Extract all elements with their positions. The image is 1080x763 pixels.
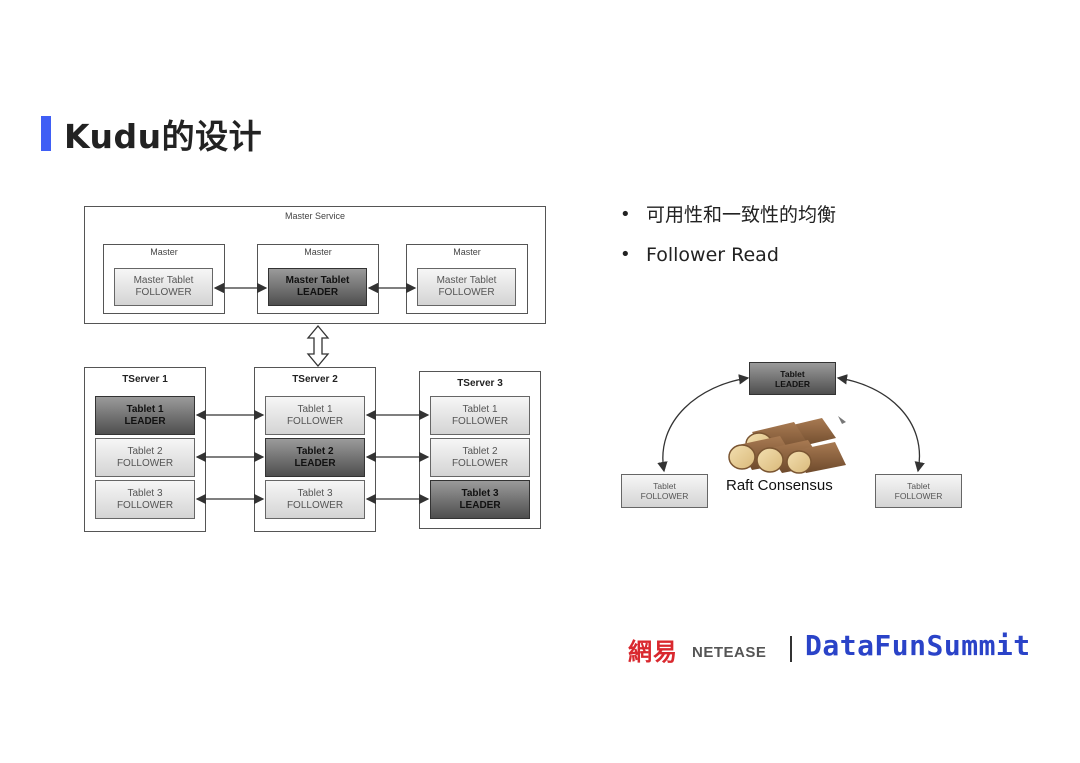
tablet-role: FOLLOWER — [451, 457, 509, 469]
bullet-list: 可用性和一致性的均衡 Follower Read — [620, 200, 836, 280]
tserver3-tablet1: Tablet 1 FOLLOWER — [430, 396, 530, 435]
logo-divider — [790, 636, 792, 662]
tablet-name: Tablet 3 — [297, 487, 333, 499]
tserver1-tablet1: Tablet 1 LEADER — [95, 396, 195, 435]
tserver2-tablet3: Tablet 3 FOLLOWER — [265, 480, 365, 519]
master-tablet-follower-1: Master Tablet FOLLOWER — [114, 268, 213, 306]
raft-tablet-leader: Tablet LEADER — [749, 362, 836, 395]
tserver1-tablet3: Tablet 3 FOLLOWER — [95, 480, 195, 519]
master-label: Master — [304, 247, 332, 257]
tablet-name: Tablet — [780, 368, 805, 379]
tablet-role: FOLLOWER — [116, 499, 174, 511]
tablet-role: FOLLOWER — [286, 415, 344, 427]
tablet-name: Tablet 2 — [296, 445, 334, 457]
tablet-name: Tablet 1 — [462, 403, 498, 415]
bullet-item: 可用性和一致性的均衡 — [620, 200, 836, 240]
netease-logo-text: NETEASE — [692, 644, 767, 661]
tablet-role: LEADER — [124, 415, 166, 427]
tablet-name: Tablet 1 — [126, 403, 164, 415]
raft-tablet-follower-right: Tablet FOLLOWER — [875, 474, 962, 508]
tserver2-tablet2: Tablet 2 LEADER — [265, 438, 365, 477]
master-label: Master — [453, 247, 481, 257]
tablet-name: Master Tablet — [133, 275, 194, 286]
raft-tablet-follower-left: Tablet FOLLOWER — [621, 474, 708, 508]
raft-arrow-left — [657, 374, 750, 473]
tablet-name: Tablet 2 — [462, 445, 498, 457]
tablet-role: FOLLOWER — [135, 287, 192, 298]
raft-consensus-label: Raft Consensus — [726, 477, 833, 494]
title-accent-bar — [41, 116, 51, 151]
tserver1-tablet2: Tablet 2 FOLLOWER — [95, 438, 195, 477]
tablet-name: Tablet 3 — [461, 487, 499, 499]
tserver-label: TServer 1 — [122, 374, 168, 385]
tablet-name: Tablet — [653, 481, 676, 491]
master-service-label: Master Service — [284, 211, 346, 221]
tablet-role: LEADER — [296, 287, 339, 298]
master-tserver-double-arrow — [306, 324, 330, 368]
tablet-name: Tablet 3 — [127, 487, 163, 499]
tserver2-tablet1: Tablet 1 FOLLOWER — [265, 396, 365, 435]
raft-arrow-right — [836, 374, 925, 473]
master-tablet-follower-3: Master Tablet FOLLOWER — [417, 268, 516, 306]
tablet-role: FOLLOWER — [451, 415, 509, 427]
tablet-name: Tablet 1 — [297, 403, 333, 415]
datafun-summit-logo: DataFunSummit — [805, 629, 1031, 662]
logs-illustration — [728, 416, 846, 474]
bullet-item: Follower Read — [620, 240, 836, 280]
tablet-name: Tablet — [907, 481, 930, 491]
tserver-label: TServer 3 — [457, 378, 503, 389]
master-tablet-leader: Master Tablet LEADER — [268, 268, 367, 306]
master-label: Master — [150, 247, 178, 257]
tablet-name: Master Tablet — [285, 275, 350, 286]
page-title: Kudu的设计 — [64, 117, 263, 156]
tablet-role: LEADER — [775, 378, 810, 389]
tablet-role: FOLLOWER — [438, 287, 495, 298]
tablet-name: Tablet 2 — [127, 445, 163, 457]
tablet-role: FOLLOWER — [286, 499, 344, 511]
tablet-role: LEADER — [294, 457, 336, 469]
tablet-name: Master Tablet — [436, 275, 497, 286]
tablet-role: FOLLOWER — [640, 491, 689, 501]
tablet-role: FOLLOWER — [116, 457, 174, 469]
tserver-label: TServer 2 — [292, 374, 338, 385]
tablet-role: FOLLOWER — [894, 491, 943, 501]
tablet-role: LEADER — [459, 499, 501, 511]
tserver3-tablet3: Tablet 3 LEADER — [430, 480, 530, 519]
netease-logo: 網易 — [628, 637, 678, 666]
tserver3-tablet2: Tablet 2 FOLLOWER — [430, 438, 530, 477]
